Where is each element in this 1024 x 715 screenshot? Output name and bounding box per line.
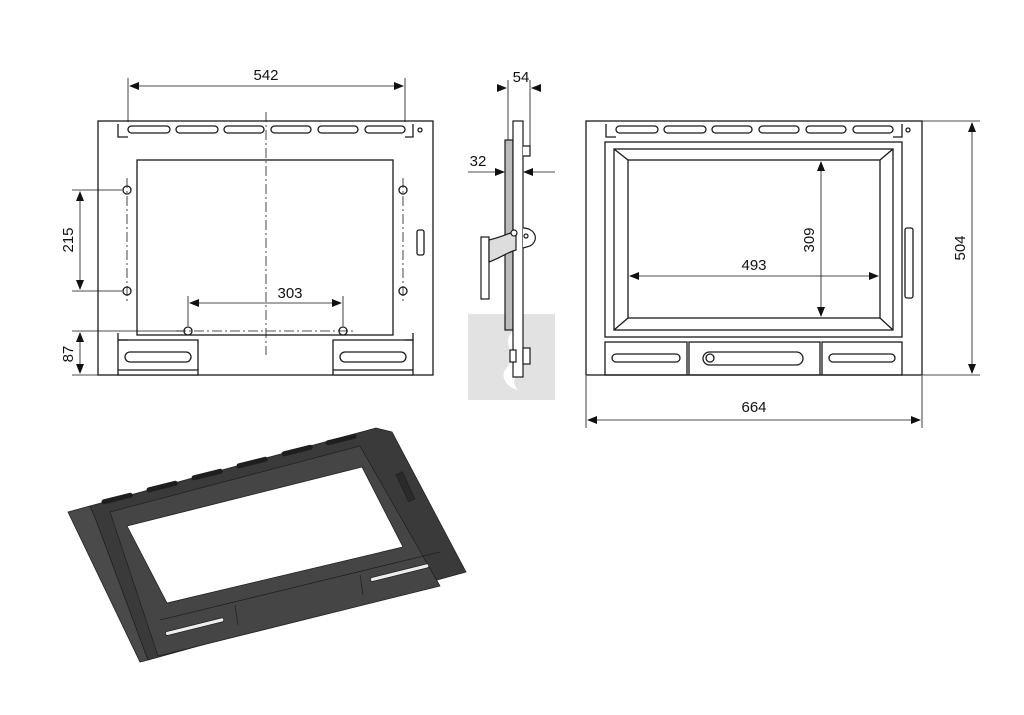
dim-32: 32: [470, 153, 487, 170]
rear-dimensions: [72, 78, 406, 376]
dim-215: 215: [60, 227, 77, 252]
dim-54: 54: [513, 69, 530, 86]
isometric-view: [67, 427, 467, 663]
front-view: [585, 120, 923, 376]
dim-493: 493: [741, 257, 766, 274]
dim-87: 87: [60, 346, 77, 363]
rear-top-slots: [117, 124, 414, 138]
dim-542: 542: [253, 67, 278, 84]
side-view: [480, 120, 536, 378]
side-dimensions: [468, 80, 555, 176]
rear-window: [136, 159, 394, 336]
dim-309: 309: [801, 227, 818, 252]
dim-664: 664: [741, 399, 766, 416]
front-dimensions: [585, 120, 980, 428]
rear-view: [97, 112, 434, 376]
dim-504: 504: [952, 235, 969, 260]
dim-303: 303: [277, 285, 302, 302]
